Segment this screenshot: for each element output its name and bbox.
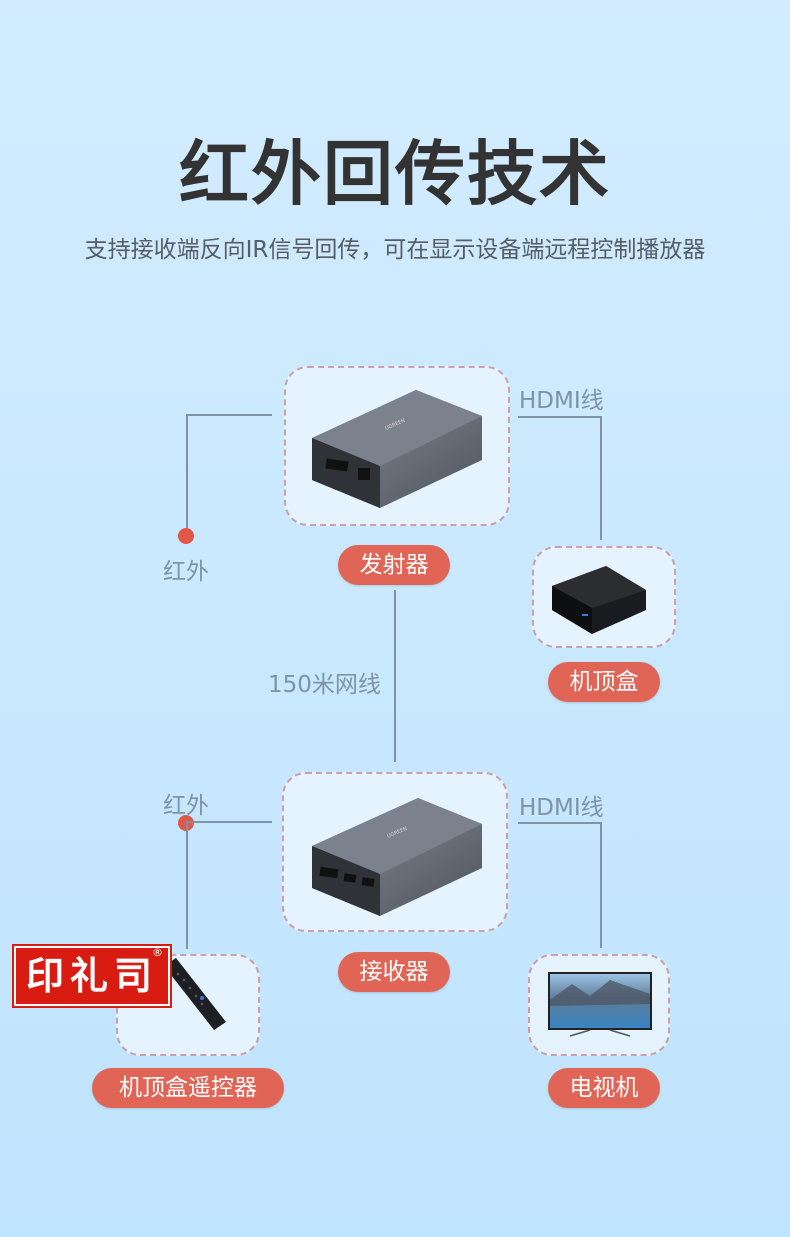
hdmi-bottom-vline [600, 822, 602, 948]
set-top-box-icon [552, 566, 646, 634]
ir-top-dot-icon [178, 528, 194, 544]
receiver-box: UGREEN [282, 772, 508, 932]
network-cable-line [394, 590, 396, 762]
watermark-seal: 印礼司 [12, 944, 172, 1008]
transmitter-box: UGREEN [284, 366, 510, 526]
page-subtitle: 支持接收端反向IR信号回传，可在显示设备端远程控制播放器 [84, 237, 706, 263]
watermark-text: 印礼司 [25, 953, 158, 998]
tv-icon [548, 972, 652, 1037]
hdmi-top-hline [518, 416, 602, 418]
hdmi-extender-receiver-icon: UGREEN [312, 798, 482, 916]
ir-bottom-label: 红外 [163, 793, 209, 819]
set-top-box-box [532, 546, 676, 648]
tv-label: 电视机 [548, 1068, 660, 1108]
registered-mark-icon: ® [152, 946, 163, 959]
ir-bottom-vline [186, 821, 188, 949]
hdmi-top-vline [600, 416, 602, 540]
set-top-box-label: 机顶盒 [548, 662, 660, 702]
remote-control-icon [164, 958, 226, 1030]
ir-top-hline [186, 414, 272, 416]
transmitter-label: 发射器 [338, 545, 450, 585]
remote-label: 机顶盒遥控器 [92, 1068, 284, 1108]
page-title: 红外回传技术 [179, 133, 611, 215]
network-cable-label: 150米网线 [268, 672, 381, 698]
ir-bottom-hline [186, 821, 272, 823]
hdmi-bottom-label: HDMI线 [519, 795, 604, 821]
tv-box [528, 954, 670, 1056]
hdmi-extender-transmitter-icon: UGREEN [312, 390, 482, 508]
hdmi-bottom-hline [518, 822, 602, 824]
ir-top-vline [186, 414, 188, 536]
receiver-label: 接收器 [338, 952, 450, 992]
hdmi-top-label: HDMI线 [519, 388, 604, 414]
ir-top-label: 红外 [163, 559, 209, 585]
